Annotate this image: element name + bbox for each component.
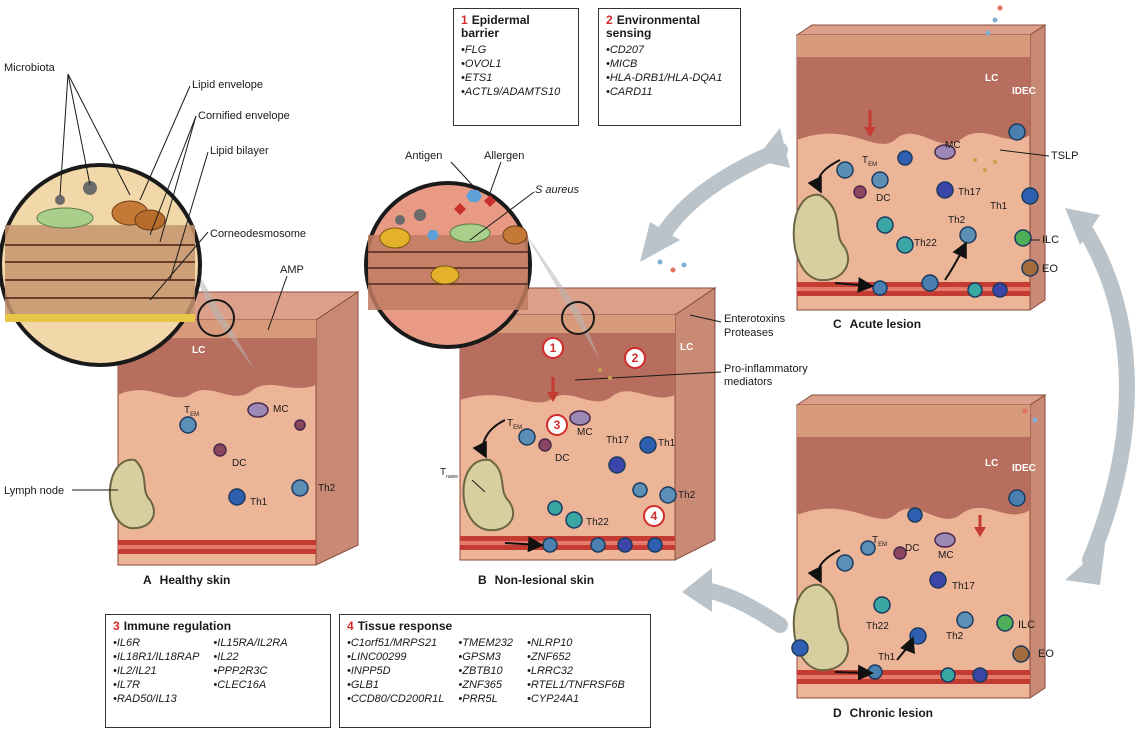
label-mc-c: MC — [945, 140, 961, 151]
label-mc-a: MC — [273, 404, 289, 415]
list-environmental-genes: •CD207 •MICB •HLA-DRB1/HLA-DQA1 •CARD11 — [606, 44, 723, 98]
label-th22-c: Th22 — [914, 238, 937, 249]
list-tissue-genes-1: •C1orf51/MRPS21 •LINC00299 •INPP5D •GLB1… — [347, 637, 445, 705]
marker-2: 2 — [624, 347, 646, 369]
label-lipid-envelope: Lipid envelope — [192, 79, 263, 91]
marker-4: 4 — [643, 505, 665, 527]
lymph-node-b — [462, 458, 515, 532]
label-lc-d: LC — [985, 458, 999, 469]
label-th2-d: Th2 — [946, 631, 964, 642]
label-th17-d: Th17 — [952, 581, 975, 592]
label-cornified-envelope: Cornified envelope — [198, 110, 290, 122]
list-tissue-genes-2: •TMEM232 •GPSM3 •ZBTB10 •ZNF365 •PRR5L — [458, 637, 513, 705]
mast-and-dendritic-cells — [213, 144, 956, 560]
marker-3: 3 — [546, 414, 568, 436]
label-pro-inflammatory-1: Pro-inflammatory — [724, 363, 808, 375]
zoom-circle-b — [364, 181, 600, 360]
label-ilc-c: ILC — [1042, 234, 1060, 246]
marker-1: 1 — [542, 337, 564, 359]
label-mc-b: MC — [577, 427, 593, 438]
label-pro-inflammatory-2: mediators — [724, 376, 773, 388]
label-th1-b: Th1 — [658, 438, 676, 449]
label-lc-c: LC — [985, 73, 999, 84]
label-idec-c: IDEC — [1012, 86, 1036, 97]
label-idec-d: IDEC — [1012, 463, 1036, 474]
label-tnaive-b: Tnaive — [440, 467, 459, 480]
label-th2-a: Th2 — [318, 483, 336, 494]
label-mc-d: MC — [938, 550, 954, 561]
label-tslp: TSLP — [1051, 150, 1079, 162]
label-s-aureus: S aureus — [535, 184, 580, 196]
label-eo-d: EO — [1038, 648, 1054, 660]
label-tem-a: TEM — [184, 405, 200, 418]
cycle-arrow-heads — [640, 128, 1105, 612]
label-tem-b: TEM — [507, 418, 523, 431]
label-microbiota: Microbiota — [4, 62, 55, 74]
label-corneodesmosome: Corneodesmosome — [210, 228, 306, 240]
label-allergen: Allergen — [484, 150, 525, 162]
label-tem-c: TEM — [862, 155, 878, 168]
label-antigen: Antigen — [405, 150, 443, 162]
label-dc-c: DC — [876, 193, 891, 204]
label-dc-d: DC — [905, 543, 920, 554]
lymph-node-a — [109, 458, 155, 530]
label-dc-a: DC — [232, 458, 247, 469]
label-th17-c: Th17 — [958, 187, 981, 198]
label-lipid-bilayer: Lipid bilayer — [210, 145, 269, 157]
label-enterotoxins: Enterotoxins — [724, 313, 786, 325]
label-tem-d: TEM — [872, 535, 888, 548]
label-dc-b: DC — [555, 453, 570, 464]
label-lc-b: LC — [680, 342, 694, 353]
list-epidermal-genes: •FLG •OVOL1 •ETS1 •ACTL9/ADAMTS10 — [461, 44, 561, 98]
label-eo-c: EO — [1042, 263, 1058, 275]
leader-lines — [59, 73, 1050, 493]
label-th2-b: Th2 — [678, 490, 696, 501]
list-immune-genes-2: •IL15RA/IL2RA •IL22 •PPP2R3C •CLEC16A — [213, 637, 288, 691]
label-th1-c: Th1 — [990, 201, 1008, 212]
lymph-node-c — [792, 193, 849, 282]
list-tissue-genes-3: •NLRP10 •ZNF652 •LRRC32 •RTEL1/TNFRSF6B … — [527, 637, 625, 705]
list-immune-genes-1: •IL6R •IL18R1/IL18RAP •IL2/IL21 •IL7R •R… — [113, 637, 200, 705]
red-arrows — [547, 110, 986, 537]
label-th1-a: Th1 — [250, 497, 268, 508]
label-lymph-node: Lymph node — [4, 485, 65, 497]
mediator-dots — [598, 5, 1038, 423]
label-amp: AMP — [280, 264, 304, 276]
label-th22-b: Th22 — [586, 517, 609, 528]
skin-block-a — [116, 291, 360, 566]
label-proteases: Proteases — [724, 327, 774, 339]
label-ilc-d: ILC — [1018, 619, 1036, 631]
label-lc-a: LC — [192, 345, 206, 356]
label-th1-d: Th1 — [878, 652, 896, 663]
zoom-circle-a — [0, 163, 255, 370]
label-th22-d: Th22 — [866, 621, 889, 632]
label-th17-b: Th17 — [606, 435, 629, 446]
migration-arrows — [472, 159, 967, 681]
label-th2-c: Th2 — [948, 215, 966, 226]
